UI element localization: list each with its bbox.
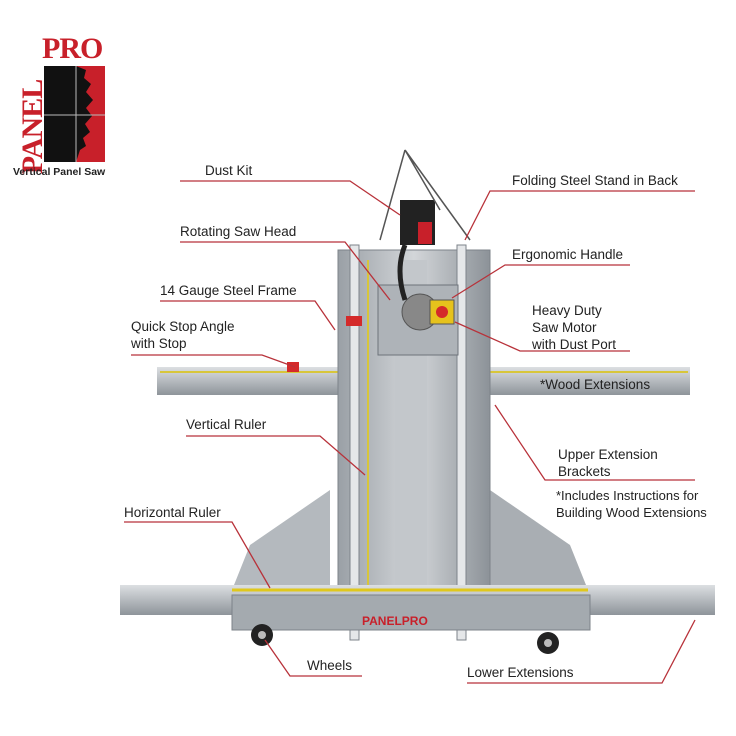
vertical-rail-left — [349, 244, 360, 641]
label-wood-extensions: *Wood Extensions — [540, 377, 651, 392]
logo-graphic — [44, 66, 105, 162]
label-rotating-head: Rotating Saw Head — [180, 224, 297, 239]
label-motor-line2: Saw Motor — [532, 320, 597, 335]
label-dust-kit: Dust Kit — [205, 163, 253, 178]
base — [231, 594, 591, 631]
label-lower-extensions: Lower Extensions — [467, 665, 574, 680]
label-includes-line2: Building Wood Extensions — [556, 505, 707, 520]
vertical-rail-right — [456, 244, 467, 641]
label-upper-brackets: Upper Extension Brackets — [558, 446, 658, 480]
wheels — [251, 624, 559, 654]
label-upper-brackets-line1: Upper Extension — [558, 447, 658, 462]
label-quick-stop-line1: Quick Stop Angle — [131, 319, 235, 334]
label-motor-line3: with Dust Port — [532, 337, 617, 352]
label-includes-note: *Includes Instructions for Building Wood… — [556, 487, 707, 521]
label-motor: Heavy Duty Saw Motor with Dust Port — [532, 302, 616, 353]
label-ergonomic-handle: Ergonomic Handle — [512, 247, 624, 262]
label-upper-brackets-line2: Brackets — [558, 464, 611, 479]
leader-lines — [124, 180, 696, 684]
saw-head — [377, 149, 471, 356]
label-steel-frame: 14 Gauge Steel Frame — [160, 283, 297, 298]
label-quick-stop: Quick Stop Angle with Stop — [131, 318, 235, 352]
label-motor-line1: Heavy Duty — [532, 303, 602, 318]
label-quick-stop-line2: with Stop — [131, 336, 187, 351]
logo-subtitle: Vertical Panel Saw — [13, 166, 106, 178]
label-includes-line1: *Includes Instructions for — [556, 488, 699, 503]
label-horizontal-ruler: Horizontal Ruler — [124, 505, 221, 520]
base-brand: PANELPRO — [362, 614, 428, 628]
label-wheels: Wheels — [307, 658, 353, 673]
label-folding-stand: Folding Steel Stand in Back — [512, 173, 678, 188]
label-vertical-ruler: Vertical Ruler — [186, 417, 267, 432]
logo-pro-text: PRO — [42, 32, 103, 65]
quick-stop — [287, 362, 299, 372]
